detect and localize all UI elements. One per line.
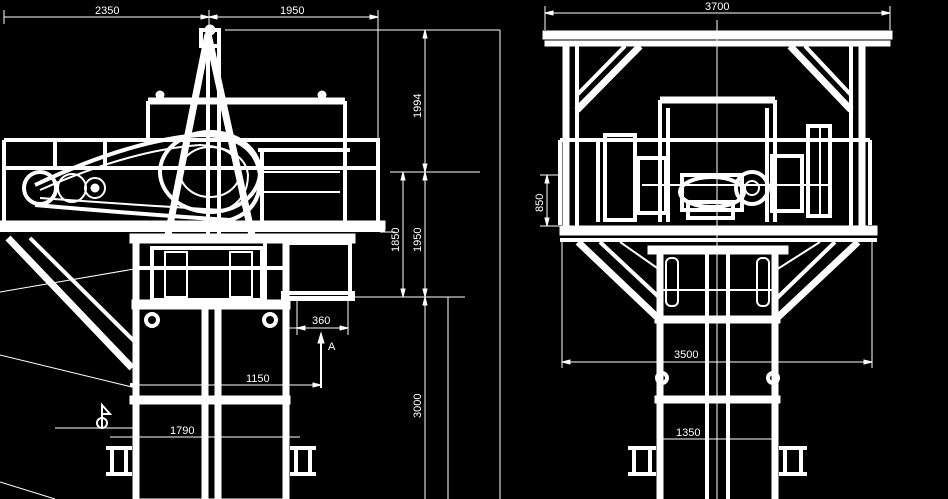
section-marker-arrow xyxy=(317,331,325,388)
dim-1994: 1994 xyxy=(412,94,424,118)
front-struts xyxy=(575,239,861,323)
dim-360: 360 xyxy=(312,315,330,327)
conveyor-block xyxy=(150,241,355,302)
dim-vertical-side xyxy=(225,29,501,499)
dim-360-lines xyxy=(286,300,349,335)
leader-lines xyxy=(0,267,141,499)
belt-drive xyxy=(22,130,263,223)
top-beam xyxy=(146,90,347,145)
front-footings xyxy=(628,446,807,476)
section-marker-a: A xyxy=(328,341,336,353)
dim-1950-top: 1950 xyxy=(280,5,304,17)
dim-3000: 3000 xyxy=(412,394,424,418)
dim-1790: 1790 xyxy=(170,425,194,437)
guard-rail xyxy=(2,138,380,225)
roof-beam xyxy=(542,30,893,47)
machinery xyxy=(603,124,832,222)
platform-deck xyxy=(0,220,386,244)
dim-1350: 1350 xyxy=(676,427,700,439)
dim-1850: 1850 xyxy=(390,228,402,252)
side-view: 2350 1950 1994 1850 1950 3000 xyxy=(0,5,501,499)
dim-top-side xyxy=(3,10,379,145)
tower-frame xyxy=(129,240,291,499)
base-footings xyxy=(106,446,316,499)
front-view: 3700 xyxy=(534,1,893,499)
dim-850: 850 xyxy=(534,194,546,212)
front-deck xyxy=(559,225,878,255)
dim-3700: 3700 xyxy=(705,1,729,13)
dim-3500: 3500 xyxy=(674,349,698,361)
dim-1950-vert: 1950 xyxy=(412,228,424,252)
support-strut xyxy=(5,235,140,371)
dim-850-lines xyxy=(540,174,560,227)
front-tower xyxy=(654,254,781,499)
dim-3500-lines xyxy=(561,242,873,368)
dim-2350: 2350 xyxy=(95,5,119,17)
front-frame xyxy=(558,43,872,228)
dim-1150: 1150 xyxy=(246,373,270,385)
dim-1150-lines xyxy=(136,382,322,388)
